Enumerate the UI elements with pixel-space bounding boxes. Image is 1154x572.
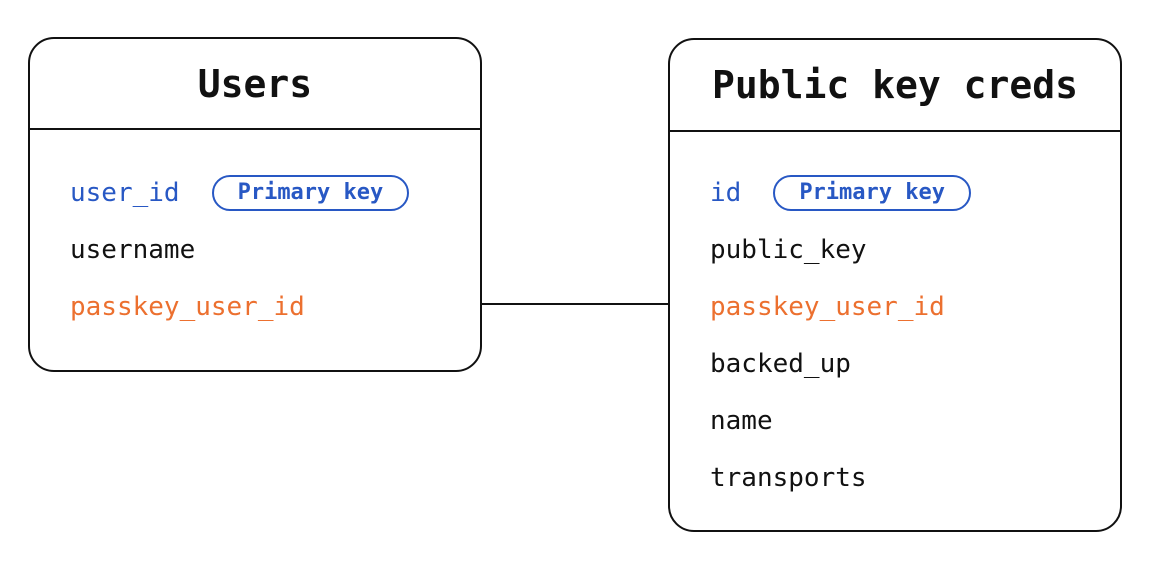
field-name: passkey_user_id — [710, 291, 945, 322]
field-row-user-id: user_id Primary key — [70, 164, 480, 221]
table-public-key-creds-title: Public key creds — [711, 63, 1079, 107]
field-row-id: id Primary key — [710, 164, 1120, 221]
field-name: name — [710, 405, 773, 436]
table-public-key-creds: Public key creds id Primary key public_k… — [668, 38, 1122, 532]
table-public-key-creds-header: Public key creds — [670, 40, 1120, 132]
field-name: username — [70, 234, 196, 265]
field-name: user_id — [70, 177, 180, 208]
field-row-public-key: public_key — [710, 221, 1120, 278]
primary-key-badge: Primary key — [773, 174, 972, 211]
field-name: backed_up — [710, 348, 851, 379]
field-name: transports — [710, 462, 867, 493]
field-name: passkey_user_id — [70, 291, 305, 322]
field-row-transports: transports — [710, 449, 1120, 506]
field-row-username: username — [70, 221, 480, 278]
field-row-passkey-user-id: passkey_user_id — [70, 278, 480, 335]
field-name: public_key — [710, 234, 867, 265]
table-users-header: Users — [30, 39, 480, 130]
primary-key-badge: Primary key — [211, 174, 410, 211]
field-name: id — [710, 177, 742, 208]
table-public-key-creds-fields: id Primary key public_key passkey_user_i… — [670, 132, 1120, 506]
table-users-title: Users — [197, 61, 313, 106]
field-row-name: name — [710, 392, 1120, 449]
field-row-passkey-user-id: passkey_user_id — [710, 278, 1120, 335]
field-row-backed-up: backed_up — [710, 335, 1120, 392]
relationship-line — [482, 303, 670, 305]
table-users-fields: user_id Primary key username passkey_use… — [30, 130, 480, 335]
table-users: Users user_id Primary key username passk… — [28, 37, 482, 372]
